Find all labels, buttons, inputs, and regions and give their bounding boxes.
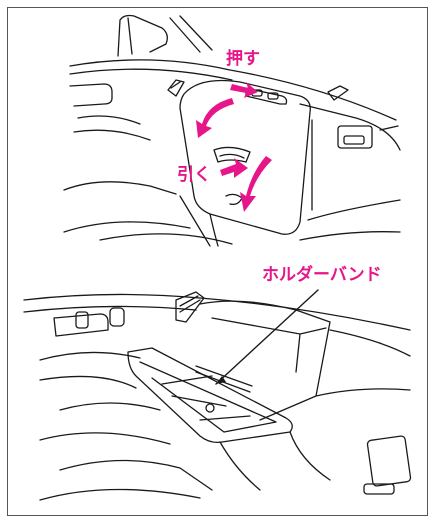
- open-arrow-lower: [240, 156, 272, 212]
- push-label: 押す: [226, 49, 260, 69]
- pull-arrow: [220, 158, 248, 178]
- push-arrow: [230, 82, 258, 98]
- holder-band-label: ホルダーバンド: [262, 265, 382, 285]
- bottom-illustration-open-glovebox: [23, 291, 412, 501]
- pull-label: 引く: [177, 165, 211, 185]
- open-arrow-upper: [196, 98, 234, 138]
- holder-band-leader: [215, 289, 319, 385]
- figure-frame: [7, 7, 428, 516]
- motion-arrows: [196, 82, 272, 212]
- top-illustration-dashboard: [63, 14, 401, 247]
